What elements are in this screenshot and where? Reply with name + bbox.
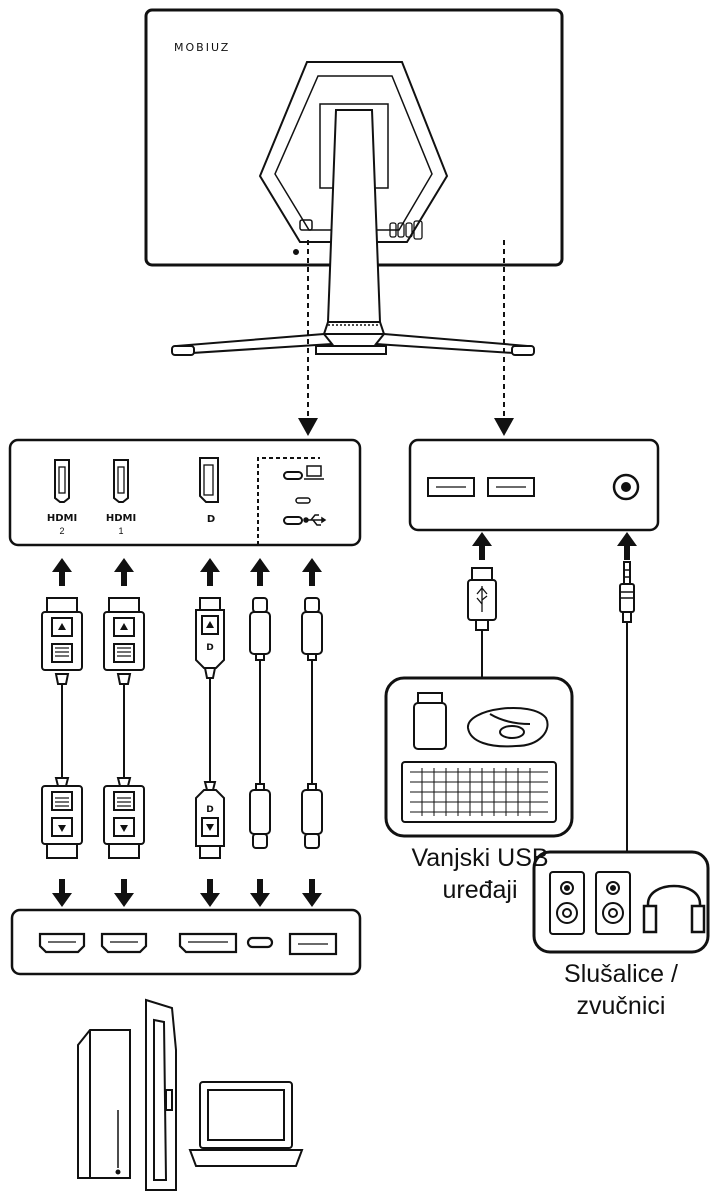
usb-a-port-icon [427,477,475,497]
audio-jack-icon [612,473,640,501]
hdmi-1-port-icon [113,459,129,503]
svg-text:D: D [206,805,213,815]
displayport-label: D [207,514,215,525]
monitor-rear-view: MOBIUZ [144,8,564,356]
console-slim-icon [145,998,177,1191]
arrow-up-icon [114,558,134,586]
usb-audio-port-panel [408,438,660,532]
displayport-output-port-icon [178,932,238,954]
arrow-up-icon [52,558,72,586]
hdmi-output-port-icon [100,932,148,954]
arrow-up-icon [200,558,220,586]
usb-devices-caption-line1: Vanjski USB [411,844,549,872]
hdmi-connector-icon [41,597,83,685]
arrow-down-icon [302,879,322,907]
usb-c-data-port-icon [283,516,303,525]
source-output-panel [10,908,362,976]
usb-c-connector-icon [249,597,271,661]
arrow-up-icon [617,532,637,560]
arrow-down-icon [114,879,134,907]
usb-flash-drive-icon [413,692,447,750]
displayport-connector-icon [195,597,225,679]
arrow-up-icon [250,558,270,586]
arrow-up-icon [302,558,322,586]
audio-devices-group [532,850,710,954]
usb-c-output-port-icon [246,936,274,949]
console-tower-icon [77,1029,131,1179]
dashed-guide-lines [307,240,505,418]
usb-c-video-port-icon [283,471,303,480]
displayport-connector-icon [195,781,225,859]
audio-devices-caption-line2: zvučnici [576,992,666,1020]
laptop-icon [188,1081,304,1167]
arrow-down-icon [494,418,514,436]
usb-c-connector-icon [249,783,271,849]
svg-text:D: D [206,643,213,653]
arrow-down-icon [250,879,270,907]
hdmi-2-number: 2 [59,526,64,536]
usb-icon [303,514,327,526]
mouse-icon [466,707,549,748]
input-port-panel: HDMI 2 HDMI 1 D [8,438,362,547]
hdmi-connector-icon [41,777,83,859]
usb-c-connector-icon [301,783,323,849]
cables [61,620,628,852]
hdmi-output-port-icon [38,932,86,954]
usb-devices-caption: Vanjski USB uređaji [390,842,570,906]
arrows-up [52,532,637,586]
hdmi-2-label: HDMI [47,513,77,524]
monitor-brand-logo: MOBIUZ [174,41,230,54]
usb-c-connector-icon [301,597,323,661]
audio-devices-caption-line1: Slušalice / [564,960,678,988]
laptop-icon [304,465,324,480]
hdmi-connector-icon [103,777,145,859]
hdmi-2-port-icon [54,459,70,503]
headphones-icon [642,884,706,934]
usb-devices-group [384,676,574,838]
arrows-down [52,879,322,907]
displayport-port-icon [199,457,219,503]
hdmi-connector-icon [103,597,145,685]
usb-devices-caption-line2: uređaji [442,876,518,904]
hdmi-1-label: HDMI [106,513,136,524]
audio-devices-caption: Slušalice / zvučnici [534,958,708,1022]
arrow-down-icon [200,879,220,907]
arrow-up-icon [472,532,492,560]
speaker-icon [549,871,585,935]
hdmi-1-number: 1 [118,526,123,536]
arrow-down-icon [52,879,72,907]
arrow-down-icon [298,418,318,436]
speaker-icon [595,871,631,935]
usb-a-port-icon [487,477,535,497]
keyboard-icon [401,761,557,823]
usb-output-port-icon [288,932,338,956]
